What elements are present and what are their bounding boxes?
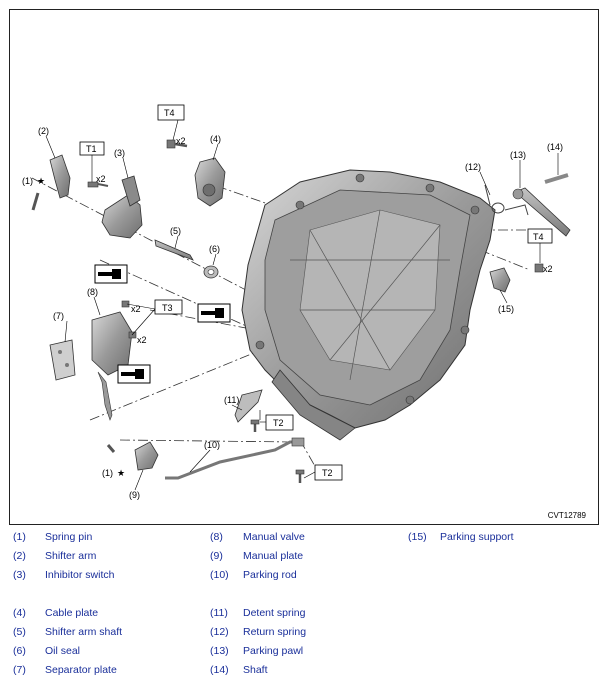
legend-number: (12) xyxy=(210,626,229,638)
return-spring xyxy=(484,184,529,216)
qty-t1: x2 xyxy=(96,174,106,184)
parts-legend: (1) Spring pin (2) Shifter arm (3) Inhibitor … xyxy=(0,531,609,681)
svg-text:T1: T1 xyxy=(86,144,97,154)
legend-number: (9) xyxy=(210,550,223,562)
legend-number: (2) xyxy=(13,550,26,562)
legend-label: Detent spring xyxy=(243,607,306,619)
svg-text:T3: T3 xyxy=(162,303,173,313)
legend-label: Shifter arm xyxy=(45,550,97,562)
callout-8: (8) xyxy=(87,287,98,297)
parking-support xyxy=(489,267,511,293)
legend-number: (8) xyxy=(210,531,223,543)
torque-box-t1: T1 xyxy=(79,141,105,156)
legend-label: Separator plate xyxy=(45,664,117,676)
qty-t4-top: x2 xyxy=(176,136,186,146)
legend-label: Return spring xyxy=(243,626,307,638)
legend-number: (14) xyxy=(210,664,229,676)
bolt-t1 xyxy=(87,181,109,188)
legend-label: Cable plate xyxy=(45,607,99,619)
legend-label: Parking pawl xyxy=(243,645,304,657)
torque-box-t2-middle: T2 xyxy=(265,414,294,431)
callout-14: (14) xyxy=(547,142,563,152)
qty-t4-right: x2 xyxy=(543,264,553,274)
spring-pin-top xyxy=(31,192,40,211)
shifter-arm-shaft xyxy=(154,239,194,261)
callout-12: (12) xyxy=(465,162,481,172)
callout-2: (2) xyxy=(38,126,49,136)
torque-box-t4-top: T4 xyxy=(157,104,185,121)
callout-3: (3) xyxy=(114,148,125,158)
callout-1-top: (1) xyxy=(22,176,33,186)
shifter-arm xyxy=(49,154,71,199)
legend-number: (4) xyxy=(13,607,26,619)
callouts: (1) (2) (3) (4) (5) (6) (7) (8) (9) (10)… xyxy=(22,126,563,500)
callout-5: (5) xyxy=(170,226,181,236)
callout-6: (6) xyxy=(209,244,220,254)
callout-11: (11) xyxy=(224,395,239,405)
leader-lines xyxy=(45,119,559,491)
bolt-t2-middle xyxy=(250,419,260,432)
callout-13: (13) xyxy=(510,150,526,160)
svg-text:T2: T2 xyxy=(322,468,333,478)
parking-pawl xyxy=(512,187,571,237)
shaft xyxy=(544,173,569,184)
legend-label: Shifter arm shaft xyxy=(45,626,123,638)
application-icon-upper-left xyxy=(94,264,128,284)
figure-code: CVT12789 xyxy=(547,511,586,520)
legend-number: (15) xyxy=(408,531,427,543)
legend-number: (7) xyxy=(13,664,26,676)
legend-number: (6) xyxy=(13,645,26,657)
oil-seal xyxy=(203,265,219,279)
star-mark-bottom: ★ xyxy=(117,468,125,478)
svg-text:T2: T2 xyxy=(273,418,284,428)
qty-t3-upper: x2 xyxy=(131,304,141,314)
bolts-t3 xyxy=(121,300,137,339)
diagram-drawing: (1) (2) (3) (4) (5) (6) (7) (8) (9) (10)… xyxy=(22,104,571,500)
spring-pin-bottom xyxy=(106,444,116,453)
legend-label: Shaft xyxy=(243,664,268,676)
callout-9: (9) xyxy=(129,490,140,500)
manual-plate xyxy=(134,441,159,471)
legend-label: Spring pin xyxy=(45,531,93,543)
inhibitor-switch xyxy=(101,175,143,239)
legend-label: Manual valve xyxy=(243,531,305,543)
bolt-t2-bottom xyxy=(295,469,305,483)
legend-number: (10) xyxy=(210,569,229,581)
callout-4: (4) xyxy=(210,134,221,144)
svg-text:T4: T4 xyxy=(533,232,544,242)
application-icon-middle xyxy=(197,303,231,323)
callout-1-bottom: (1) xyxy=(102,468,113,478)
exploded-diagram: (1) (2) (3) (4) (5) (6) (7) (8) (9) (10)… xyxy=(9,9,599,525)
legend-number: (1) xyxy=(13,531,26,543)
callout-15: (15) xyxy=(498,304,514,314)
callout-7: (7) xyxy=(53,311,64,321)
application-icon-lower-left xyxy=(117,364,151,384)
torque-box-t2-bottom: T2 xyxy=(314,464,343,481)
qty-t3-lower: x2 xyxy=(137,335,147,345)
transmission-case xyxy=(241,169,496,441)
legend-number: (5) xyxy=(13,626,26,638)
parking-rod xyxy=(165,437,305,480)
bolt-t4-right xyxy=(534,263,544,273)
legend-number: (3) xyxy=(13,569,26,581)
legend-number: (13) xyxy=(210,645,229,657)
detent-spring xyxy=(234,389,263,423)
separator-plate xyxy=(49,339,76,381)
svg-text:T4: T4 xyxy=(164,108,175,118)
legend-label: Parking rod xyxy=(243,569,297,581)
bolt-t4-top xyxy=(166,139,188,149)
torque-box-t3: T3 xyxy=(154,299,183,315)
legend-label: Inhibitor switch xyxy=(45,569,115,581)
legend-label: Oil seal xyxy=(45,645,81,657)
star-mark-top: ★ xyxy=(37,176,45,186)
torque-box-t4-right: T4 xyxy=(527,228,553,244)
cable-plate xyxy=(194,157,226,207)
legend-number: (11) xyxy=(210,607,228,619)
callout-10: (10) xyxy=(204,440,220,450)
quantity-labels: x2 x2 x2 x2 x2 xyxy=(96,136,553,345)
legend-label: Parking support xyxy=(440,531,514,543)
legend-label: Manual plate xyxy=(243,550,304,562)
manual-valve xyxy=(91,311,133,421)
